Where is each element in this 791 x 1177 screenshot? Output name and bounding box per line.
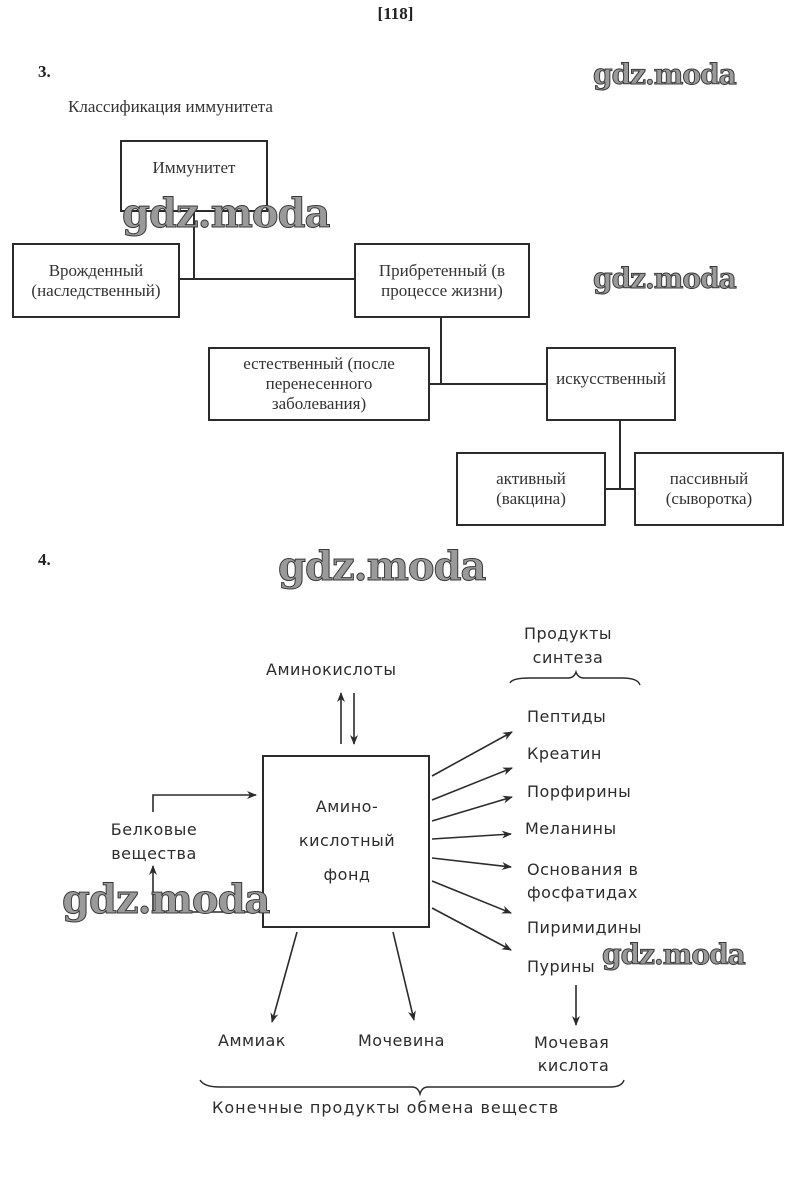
page-number: [118] bbox=[377, 4, 414, 23]
watermark: gdz.moda bbox=[61, 876, 270, 924]
arrow-pyrimidines bbox=[431, 880, 512, 914]
synthesis-product: Пурины bbox=[527, 957, 596, 976]
amino-acid-pool-label: Амино- кислотный фонд bbox=[298, 797, 396, 884]
arrow-creatine bbox=[431, 767, 513, 801]
task-3-title: Классификация иммунитета bbox=[68, 97, 273, 116]
watermark: gdz.moda bbox=[277, 543, 486, 591]
end-product: Мочевина bbox=[358, 1031, 445, 1050]
arrow-pool-to-proteins bbox=[149, 865, 262, 913]
task-3-number: 3. bbox=[38, 62, 51, 81]
synthesis-product: Основания в фосфатидах bbox=[527, 860, 639, 902]
synthesis-product: Пиримидины bbox=[527, 918, 643, 937]
connector-line bbox=[604, 488, 636, 490]
node-artificial: искусственный bbox=[546, 347, 676, 421]
arrow-purines bbox=[431, 907, 512, 951]
synthesis-products-header: Продукты синтеза bbox=[523, 624, 613, 667]
arrow-melanins bbox=[431, 830, 512, 840]
end-products-caption: Конечные продукты обмена веществ bbox=[212, 1098, 560, 1117]
task-4-number: 4. bbox=[38, 550, 51, 569]
node-natural: естественный (после перенесенного заболе… bbox=[208, 347, 430, 421]
arrow-urea bbox=[392, 931, 416, 1021]
watermark: gdz.moda bbox=[602, 938, 747, 972]
arrow-ammonia bbox=[270, 931, 298, 1023]
node-innate: Врожденный (наследственный) bbox=[12, 243, 180, 318]
end-products-brace bbox=[199, 1079, 625, 1097]
end-product: Аммиак bbox=[218, 1031, 286, 1050]
end-product: Мочевая кислота bbox=[534, 1033, 610, 1075]
proteins-label: Белковые вещества bbox=[110, 820, 198, 863]
watermark: gdz.moda bbox=[593, 262, 738, 296]
arrow-peptides bbox=[431, 731, 513, 777]
center-box-outline bbox=[262, 755, 430, 928]
connector-line bbox=[440, 318, 442, 384]
synthesis-product: Креатин bbox=[527, 744, 602, 763]
watermark: gdz.moda bbox=[121, 190, 330, 238]
synthesis-product: Порфирины bbox=[527, 782, 632, 801]
arrow-phosphatide-bases bbox=[431, 857, 512, 870]
arrow-proteins-to-pool bbox=[152, 791, 257, 812]
synthesis-brace bbox=[509, 669, 641, 686]
node-passive: пассивный (сыворотка) bbox=[634, 452, 784, 526]
node-active: активный (вакцина) bbox=[456, 452, 606, 526]
arrow-porphyrins bbox=[431, 795, 513, 822]
connector-line bbox=[178, 278, 356, 280]
node-immunity: Иммунитет bbox=[120, 140, 268, 212]
connector-line bbox=[428, 383, 548, 385]
connector-line bbox=[619, 421, 621, 489]
synthesis-product: Пептиды bbox=[527, 707, 607, 726]
node-acquired: Прибретенный (в процессе жизни) bbox=[354, 243, 530, 318]
connector-line bbox=[193, 212, 195, 280]
watermark: gdz.moda bbox=[593, 58, 738, 92]
amino-acids-label: Аминокислоты bbox=[266, 660, 397, 679]
synthesis-product: Меланины bbox=[525, 819, 617, 838]
